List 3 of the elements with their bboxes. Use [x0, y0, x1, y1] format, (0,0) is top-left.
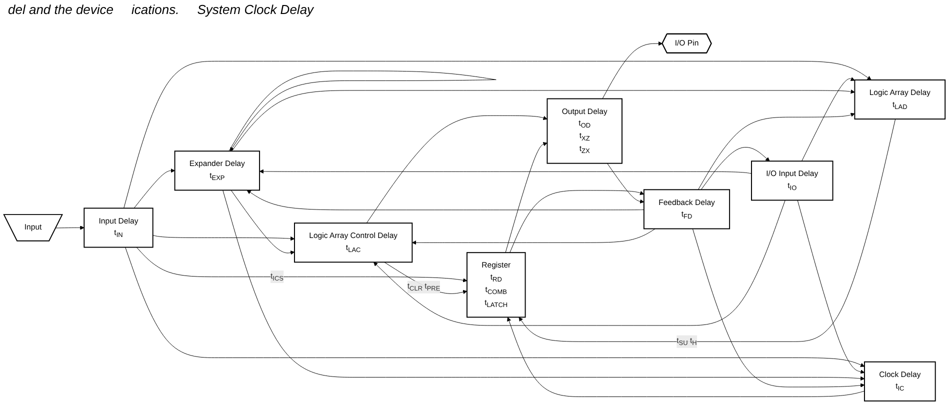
caption-fragment: ications. — [132, 2, 180, 17]
caption-fragment: del and the device — [8, 2, 114, 17]
note-text: System Clock Delay — [197, 2, 314, 17]
